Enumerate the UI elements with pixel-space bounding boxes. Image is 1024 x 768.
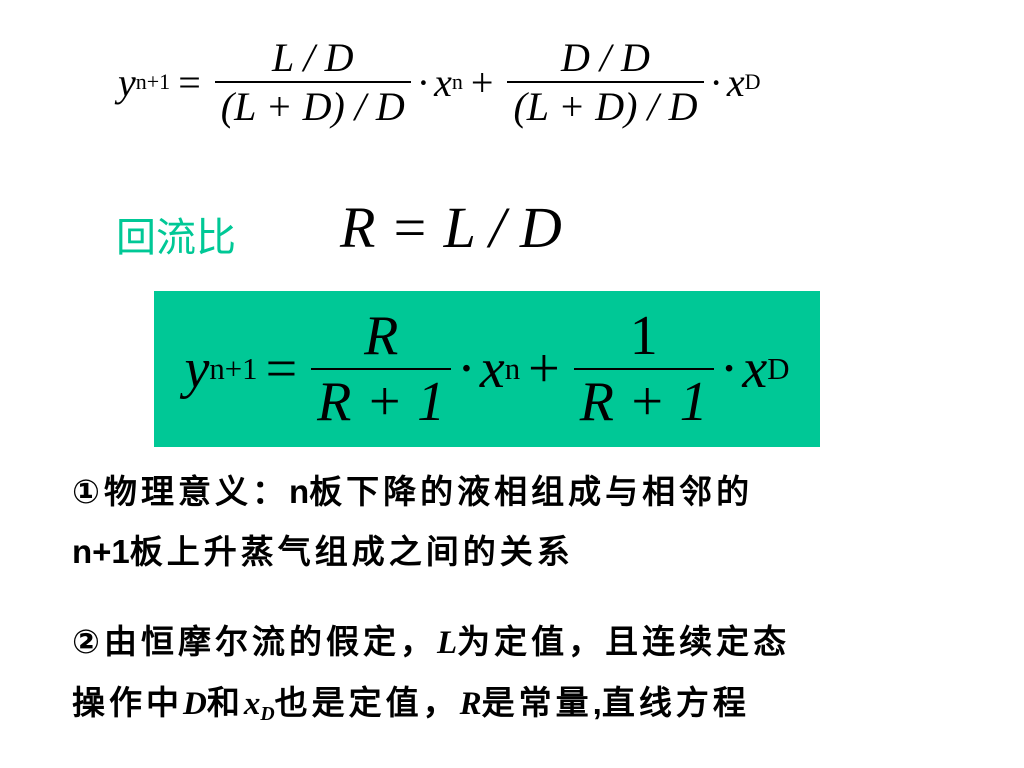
reflux-ratio-label: 回流比 (116, 215, 236, 261)
boxed-x1: x (479, 338, 505, 400)
boxed-x2-sub: D (767, 351, 790, 386)
boxed-f2-numerator: 1 (629, 305, 658, 367)
eq1-x1: x (434, 59, 452, 105)
boxed-f2-denominator: R + 1 (573, 368, 714, 434)
eq1-lhs-var: y (118, 59, 136, 105)
eq1-fraction-2: D / D (L + D) / D (507, 34, 704, 130)
point-2-var-x-sub: D (260, 702, 275, 725)
point-1-text-n1: n+1 (72, 533, 130, 570)
point-2-text-b: 为定值，且连续定态 (457, 622, 791, 661)
boxed-x1-sub: n (504, 351, 521, 386)
point-2-text-c: 操作中 (72, 683, 183, 722)
point-2-var-L: L (436, 625, 458, 661)
eq1-f1-denominator: (L + D) / D (214, 81, 411, 130)
operating-line-equation-boxed: y n+1 = R R + 1 · x n + 1 R + 1 · x D (154, 291, 820, 447)
boxed-lhs-var: y (184, 338, 210, 400)
point-2-text-a: 由恒摩尔流的假定， (103, 622, 437, 661)
boxed-equals: = (265, 338, 298, 400)
eq1-x1-sub: n (451, 69, 463, 94)
point-2-var-D: D (183, 686, 207, 722)
point-1-text-c: 板下降的液相组成与相邻的 (309, 472, 754, 511)
point-2-paragraph: ②由恒摩尔流的假定，L为定值，且连续定态 操作中D和xD也是定值，R是常量,直线… (72, 612, 1012, 744)
eq1-equals: = (178, 59, 201, 105)
point-2-marker: ② (72, 622, 104, 661)
eq1-f2-denominator: (L + D) / D (507, 81, 704, 130)
boxed-lhs-sub: n+1 (209, 351, 258, 386)
point-2-comma: , (592, 684, 602, 721)
point-1-marker: ① (72, 472, 104, 511)
eq1-dot-2: · (709, 59, 723, 105)
point-2-var-x: x (243, 686, 261, 722)
boxed-plus: + (528, 338, 560, 400)
point-1-paragraph: ①物理意义：n板下降的液相组成与相邻的 n+1板上升蒸气组成之间的关系 (72, 462, 1002, 582)
eq1-fraction-1: L / D (L + D) / D (214, 34, 411, 130)
eq1-lhs-sub: n+1 (135, 69, 171, 94)
eq1-plus: + (470, 59, 494, 105)
point-2-line-1: ②由恒摩尔流的假定，L为定值，且连续定态 (72, 612, 1012, 673)
point-2-var-R: R (459, 686, 482, 722)
point-2-text-d: 和 (206, 683, 244, 722)
boxed-f1-denominator: R + 1 (311, 368, 452, 434)
boxed-f1-numerator: R (364, 305, 399, 367)
eq1-x2: x (726, 59, 745, 105)
eq1-f1-numerator: L / D (272, 35, 354, 80)
eq1-dot-1: · (416, 59, 431, 105)
operating-line-equation: y n+1 = L / D (L + D) / D · x n + D / D … (118, 34, 760, 130)
reflux-ratio-formula: R = L / D (340, 195, 562, 260)
point-2-text-g: 直线方程 (601, 683, 750, 722)
eq1-x2-sub: D (744, 69, 761, 94)
point-1-text-d: 板上升蒸气组成之间的关系 (129, 532, 574, 571)
boxed-dot-2: · (719, 338, 739, 400)
point-2-text-e: 也是定值， (274, 683, 460, 722)
point-2-line-2: 操作中D和xD也是定值，R是常量,直线方程 (72, 673, 1012, 744)
point-1-line-1: ①物理意义：n板下降的液相组成与相邻的 (72, 462, 1002, 522)
boxed-dot-1: · (457, 338, 476, 400)
point-1-text-a: 物理意义： (103, 472, 289, 511)
boxed-x2: x (742, 338, 768, 400)
boxed-fraction-2: 1 R + 1 (573, 304, 714, 434)
point-2-text-f: 是常量 (481, 683, 593, 722)
point-1-text-n: n (288, 473, 310, 510)
eq1-f2-numerator: D / D (561, 35, 650, 80)
boxed-fraction-1: R R + 1 (311, 304, 452, 434)
point-1-line-2: n+1板上升蒸气组成之间的关系 (72, 522, 1002, 582)
